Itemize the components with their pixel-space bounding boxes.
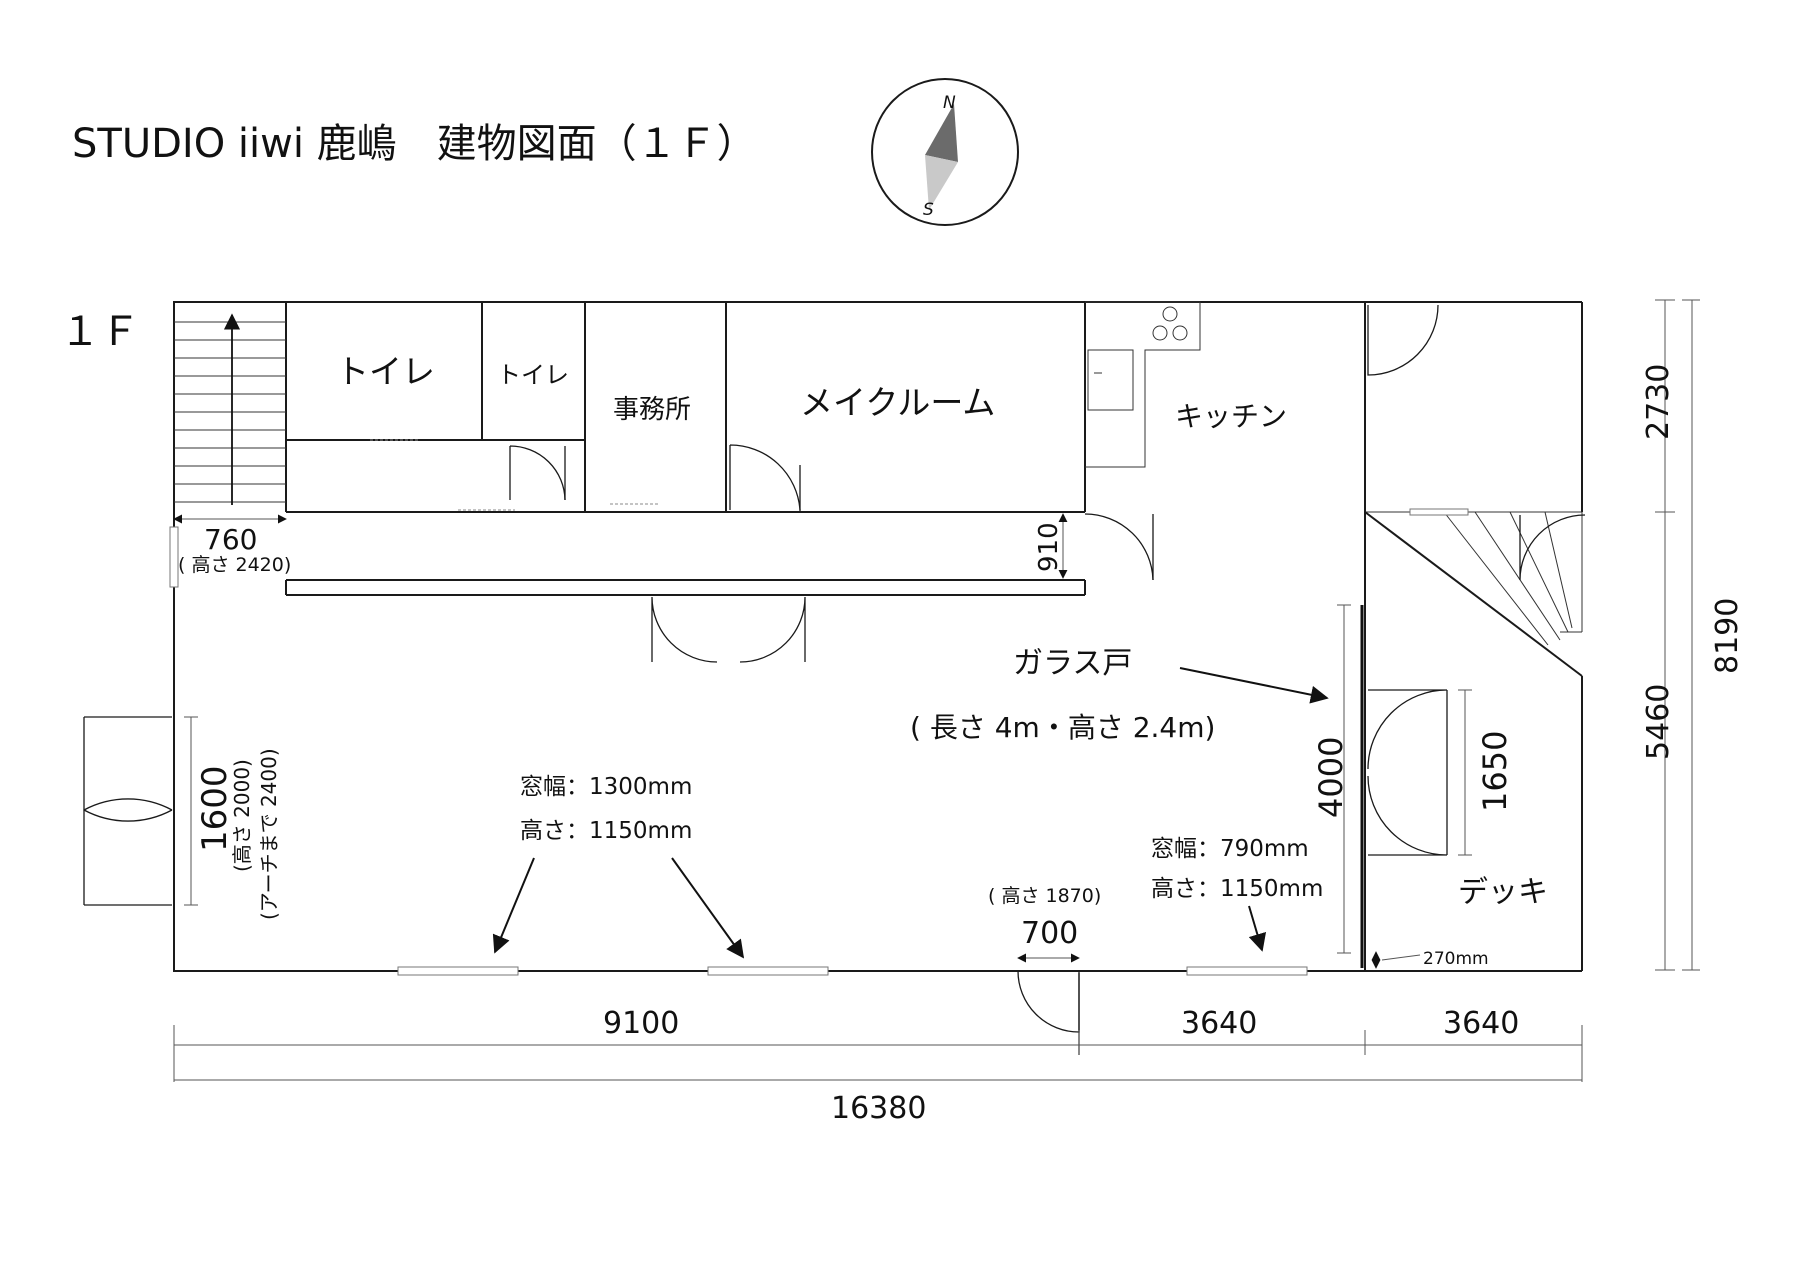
entrance-door	[1017, 970, 1080, 1033]
window	[397, 966, 519, 976]
glass-door-arrow	[1179, 667, 1329, 704]
dim-right-upper: 2730	[1641, 364, 1676, 440]
room-office: 事務所	[613, 395, 691, 425]
room-kitchen: キッチン	[1175, 400, 1287, 433]
stove-burner-icon	[1152, 325, 1168, 341]
page-title: STUDIO iiwi 鹿嶋 建物図面（１Ｆ）	[72, 121, 757, 167]
floor-label: １Ｆ	[60, 309, 140, 355]
room-toilet-2: トイレ	[497, 361, 569, 389]
window	[1186, 966, 1308, 976]
entrance-width-label: 1600	[195, 765, 235, 852]
dim-bottom-3: 3640	[1443, 1006, 1519, 1041]
stove-burner-icon	[1172, 325, 1188, 341]
door-height-label: ( 高さ 1870)	[988, 885, 1101, 907]
upper-rooms	[286, 301, 1086, 513]
door-width-label: 700	[1021, 916, 1078, 951]
dim-total-depth: 8190	[1710, 598, 1745, 674]
dim-bottom-1: 9100	[603, 1006, 679, 1041]
gap-label: 270mm	[1423, 949, 1489, 969]
deck-door-label: 1650	[1476, 731, 1514, 812]
window1-height-label: 高さ：1150mm	[520, 818, 692, 844]
window1-arrow-right	[671, 857, 745, 959]
stair-width-label: 760	[204, 523, 257, 556]
window1-width-label: 窓幅：1300mm	[520, 774, 692, 800]
kitchen-fixtures	[1085, 301, 1201, 468]
compass-north: N	[943, 93, 956, 113]
room-makeroom: メイクルーム	[800, 383, 995, 422]
corridor-width-label: 910	[1034, 522, 1064, 572]
stove-burner-icon	[1162, 306, 1178, 322]
sink-icon	[1087, 349, 1134, 411]
window2-arrow	[1248, 905, 1267, 952]
staircase	[174, 302, 287, 512]
glass-length-label: 4000	[1312, 737, 1350, 818]
stair-height-label: ( 高さ 2420)	[178, 554, 291, 576]
glass-door-size: ( 長さ 4m・高さ 2.4m)	[910, 711, 1215, 744]
annex	[1367, 304, 1586, 856]
compass-icon: N S	[871, 78, 1019, 226]
dim-right-lower: 5460	[1641, 684, 1676, 760]
window1-arrow-left	[492, 857, 535, 954]
window	[169, 526, 179, 588]
window	[707, 966, 829, 976]
glass-door-label: ガラス戸	[1013, 646, 1132, 681]
entrance-height-label: (高さ 2000)	[230, 759, 254, 872]
compass-south: S	[923, 200, 934, 220]
room-deck: デッキ	[1458, 875, 1548, 910]
dim-total-width: 16380	[831, 1091, 926, 1126]
room-toilet-1: トイレ	[336, 352, 435, 391]
window2-height-label: 高さ：1150mm	[1151, 876, 1323, 902]
left-double-door	[83, 716, 173, 906]
entrance-arch-label: (アーチまで 2400)	[257, 748, 281, 920]
dim-bottom-2: 3640	[1181, 1006, 1257, 1041]
window2-width-label: 窓幅：790mm	[1151, 836, 1309, 862]
corridor	[285, 513, 1154, 663]
dimension-lines	[173, 299, 1700, 1082]
